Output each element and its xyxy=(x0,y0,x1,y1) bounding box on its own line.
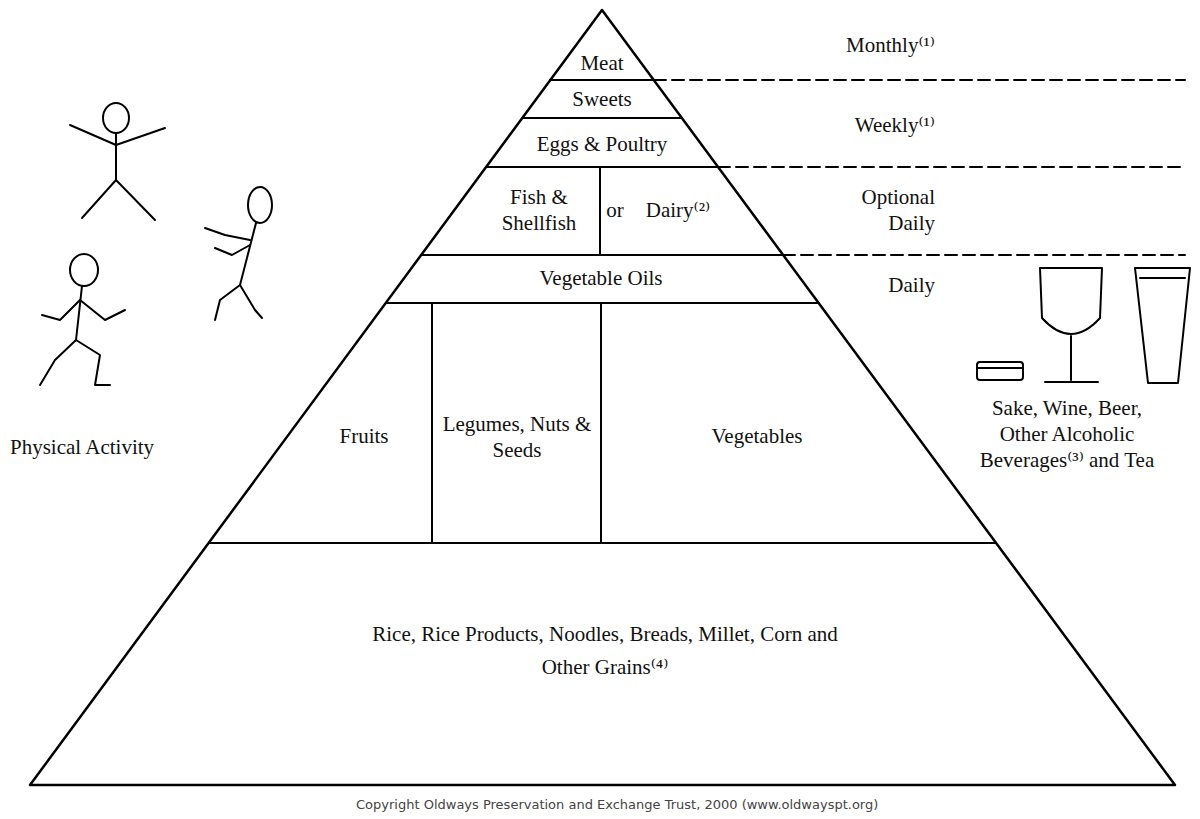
band-text: Dairy⁽²⁾ xyxy=(628,197,728,223)
frequency-label: Optional Daily xyxy=(825,184,935,236)
sweets-band: Sweets xyxy=(536,84,668,114)
frequency-label: Monthly⁽¹⁾ xyxy=(780,32,935,58)
stick-figure-running xyxy=(40,254,125,385)
beverage-label: Sake, Wine, Beer, Other Alcoholic Bevera… xyxy=(972,395,1162,473)
eggs-poultry-band: Eggs & Poultry xyxy=(500,127,704,161)
plant-foods-band: Fruits Legumes, Nuts & Seeds Vegetables xyxy=(215,305,990,541)
meat-band: Meat xyxy=(556,48,648,78)
frequency-label: Daily xyxy=(780,272,935,298)
band-text: Rice, Rice Products, Noodles, Breads, Mi… xyxy=(370,618,840,684)
pyramid-outline xyxy=(30,10,1175,785)
fish-dairy-band: Fish & ShellfishorDairy⁽²⁾ xyxy=(476,170,736,252)
band-text: Sweets xyxy=(536,86,668,112)
oils-band: Vegetable Oils xyxy=(420,259,782,299)
copyright-note: Copyright Oldways Preservation and Excha… xyxy=(356,796,1192,814)
activity-label: Physical Activity xyxy=(10,434,240,460)
band-text: Meat xyxy=(556,50,648,76)
band-lines xyxy=(209,80,996,543)
band-text: Vegetable Oils xyxy=(420,265,782,291)
band-text: Eggs & Poultry xyxy=(500,131,704,157)
stick-figure-dancing xyxy=(205,187,272,320)
beverage-glasses xyxy=(977,268,1190,383)
band-text: Legumes, Nuts & Seeds xyxy=(437,411,597,463)
frequency-dashes xyxy=(654,80,1185,255)
band-text: Vegetables xyxy=(607,423,907,449)
frequency-label: Weekly⁽¹⁾ xyxy=(780,112,935,138)
grains-band: Rice, Rice Products, Noodles, Breads, Mi… xyxy=(110,548,1100,783)
band-text: Fish & Shellfish xyxy=(480,184,598,236)
band-text: Fruits xyxy=(299,423,429,449)
band-text: or xyxy=(602,197,628,223)
stick-figure-jumping xyxy=(70,103,165,220)
